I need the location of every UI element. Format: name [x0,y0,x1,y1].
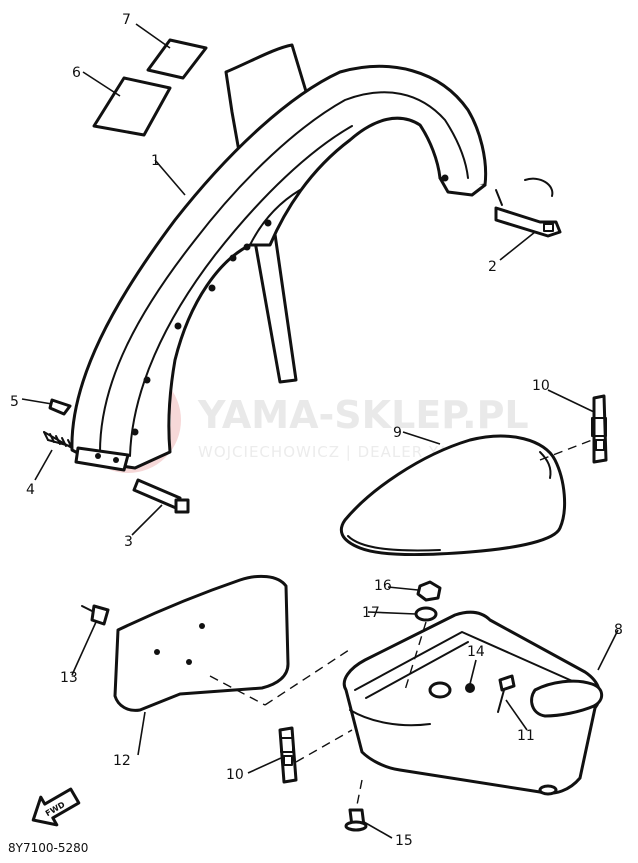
bolt-15 [344,808,368,832]
callout-10-upper: 10 [532,378,550,394]
watermark-subtitle: WOJCIECHOWICZ | DEALER YAMAHA [198,443,498,461]
hinge-pin-3 [132,478,190,514]
watermark-title: YAMA-SKLEP.PL [197,393,529,437]
callout-7: 7 [122,12,131,28]
cover-12 [113,574,290,712]
callout-1: 1 [151,153,160,169]
callout-8: 8 [614,622,623,638]
callout-4: 4 [26,482,35,498]
bolt-11 [497,674,516,713]
callout-6: 6 [72,65,81,81]
fwd-arrow-icon: FWD [31,787,81,827]
washer-17 [414,606,438,622]
callout-16: 16 [374,578,392,594]
spring-4 [43,431,73,449]
clip-10-upper [591,394,608,464]
diagram-code: 8Y7100-5280 [8,841,88,855]
side-cover-9 [339,434,566,557]
callout-11: 11 [517,728,535,744]
callout-14: 14 [467,644,485,660]
callout-9: 9 [393,425,402,441]
callout-17: 17 [362,605,380,621]
nut-16 [416,580,442,602]
callout-10-lower: 10 [226,767,244,783]
sticker-7 [146,38,208,80]
callout-13: 13 [60,670,78,686]
callout-3: 3 [124,534,133,550]
callout-12: 12 [113,753,131,769]
screw-13 [81,604,110,626]
bolt-14 [467,685,473,691]
pin-5 [48,398,72,416]
callout-2: 2 [488,259,497,275]
leader-lines [21,23,619,839]
clip-10-lower [278,726,298,784]
tray-8 [342,610,604,796]
rear-fender [70,43,488,472]
callout-5: 5 [10,394,19,410]
sticker-6 [92,76,172,137]
callouts: 1 2 3 4 5 6 7 8 9 10 10 11 12 13 14 15 1… [10,12,623,849]
strap-2 [494,177,562,238]
callout-15: 15 [395,833,413,849]
